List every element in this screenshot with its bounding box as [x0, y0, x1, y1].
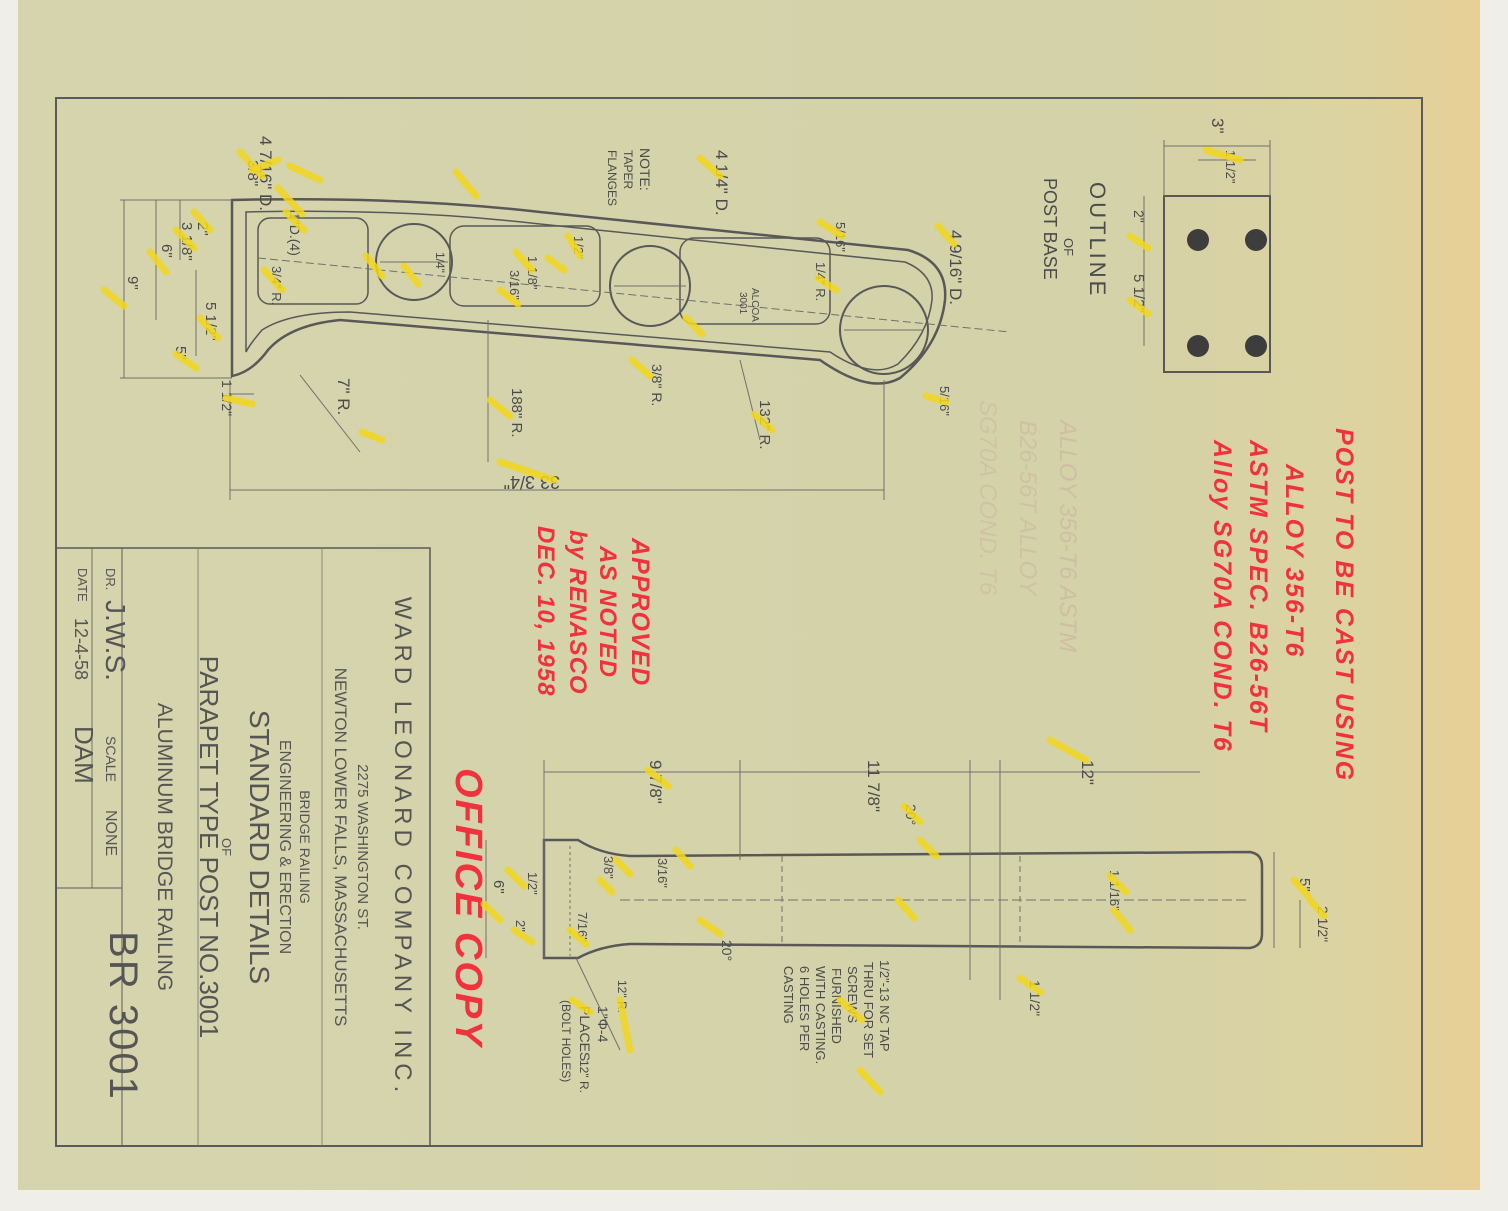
- drawn-by: J.W.S.: [100, 600, 131, 681]
- checked-by: DAM: [69, 726, 99, 784]
- highlight-marks: [100, 146, 1328, 1096]
- dim-4-7-16: 4 7/16" D.: [256, 136, 275, 211]
- drawn-label: DR.: [103, 568, 118, 590]
- title-dept-2: ENGINEERING & ERECTION: [276, 740, 293, 954]
- outline-post-base: POST BASE: [1040, 178, 1060, 280]
- plan-dim-11-7-8: 11 7/8": [864, 760, 883, 812]
- tap-note-7: CASTING: [781, 966, 796, 1024]
- title-of: OF: [219, 838, 234, 856]
- dim-7r: 7" R.: [334, 378, 353, 415]
- note-taper-1: NOTE:: [637, 148, 653, 191]
- title-main: STANDARD DETAILS: [244, 710, 275, 984]
- approved-note-1: APPROVED: [626, 537, 654, 686]
- material-note-2: ALLOY 356-T6: [1280, 463, 1308, 658]
- approved-note-4: DEC. 10, 1958: [532, 526, 559, 696]
- bolt-note-1: 1"Φ-4: [595, 1006, 611, 1043]
- plan-dim-20b: 20°: [719, 940, 735, 961]
- office-copy-stamp: OFFICE COPY: [447, 768, 489, 1049]
- material-note-3: ASTM SPEC. B26-56T: [1244, 439, 1272, 734]
- erased-note-2: B26-56T ALLOY: [1014, 420, 1041, 597]
- plan-dim-12r-b: 12" R.: [577, 1060, 591, 1093]
- scale-value: NONE: [102, 810, 119, 856]
- bolt-note-2: PLACES: [577, 1006, 593, 1061]
- title-block: WARD LEONARD COMPANY INC. 2275 WASHINGTO…: [55, 547, 431, 1147]
- title-city: NEWTON LOWER FALLS, MASSACHUSETTS: [331, 668, 350, 1027]
- note-taper-2: TAPER: [621, 150, 635, 189]
- scale-label: SCALE: [103, 736, 119, 782]
- bolt-hole-3: [1187, 335, 1209, 357]
- note-taper-3: FLANGES: [605, 150, 619, 206]
- approved-note-3: by RENASCO: [564, 530, 591, 695]
- tap-note-4: FURNISHED: [829, 968, 844, 1044]
- dim-3-8r: 3/8" R.: [649, 364, 665, 406]
- red-annotations: ALLOY 356-T6 ASTM B26-56T ALLOY SG70A CO…: [447, 400, 1358, 1049]
- plan-dim-3-8: 3/8": [601, 856, 616, 879]
- dim-1-4: 1/4": [433, 252, 447, 273]
- tap-note-6: 6 HOLES PER: [797, 966, 812, 1051]
- title-railing: ALUMINUM BRIDGE RAILING: [153, 703, 176, 991]
- base-dim-2: 2": [1131, 210, 1147, 223]
- material-note-1: POST TO BE CAST USING: [1330, 428, 1358, 782]
- bolt-hole-2: [1245, 229, 1267, 251]
- title-company: WARD LEONARD COMPANY INC.: [389, 597, 416, 1098]
- alcoa-number: 3001: [737, 292, 748, 315]
- tap-note-2: THRU FOR SET: [861, 962, 876, 1058]
- base-dim-3: 3": [1208, 118, 1227, 134]
- erased-note-1: ALLOY 356-T6 ASTM: [1054, 418, 1081, 652]
- circle-opening-3: [839, 285, 929, 375]
- tap-note-1: 1/2"-13 NC TAP: [877, 960, 892, 1052]
- drawing-number: BR 3001: [101, 931, 145, 1101]
- title-street: 2275 WASHINGTON ST.: [354, 764, 371, 930]
- drawing-date: 12-4-58: [71, 618, 91, 680]
- dim-188r: 188" R.: [508, 388, 525, 438]
- title-post: PARAPET TYPE POST NO.3001: [194, 656, 224, 1038]
- outline-of: OF: [1061, 238, 1076, 256]
- plan-dim-3-16: 3/16": [655, 858, 670, 888]
- tap-note-5: WITH CASTING.: [813, 966, 828, 1064]
- material-note-4: Alloy SG70A COND. T6: [1208, 439, 1236, 753]
- title-dept-1: BRIDGE RAILING: [297, 790, 313, 904]
- bolt-hole-4: [1245, 335, 1267, 357]
- dim-4-9-16: 4 9/16" D.: [946, 230, 965, 305]
- alcoa-mark: ALCOA: [749, 288, 760, 322]
- post-elevation: 3/8" 4 7/16" D. 2" 3 1/8" 6" 9" 5 1/2" 5…: [120, 136, 1011, 500]
- outline-label: OUTLINE: [1085, 182, 1110, 298]
- dim-6: 6": [158, 244, 175, 258]
- plan-dim-6: 6": [490, 880, 507, 894]
- plan-dim-1-2: 1/2": [525, 872, 540, 895]
- dim-4-1-4: 4 1/4" D.: [712, 150, 731, 216]
- erased-note-3: SG70A COND. T6: [974, 400, 1001, 596]
- dim-9: 9": [124, 276, 141, 290]
- approved-note-2: AS NOTED: [594, 545, 621, 678]
- plan-dim-12: 12": [1078, 760, 1097, 785]
- date-label: DATE: [75, 568, 90, 602]
- circle-opening-2: [609, 245, 691, 327]
- circle-opening-1: [375, 223, 453, 301]
- bolt-hole-1: [1187, 229, 1209, 251]
- dim-3-16: 3/16": [507, 270, 522, 300]
- bolt-note-3: (BOLT HOLES): [559, 1000, 573, 1082]
